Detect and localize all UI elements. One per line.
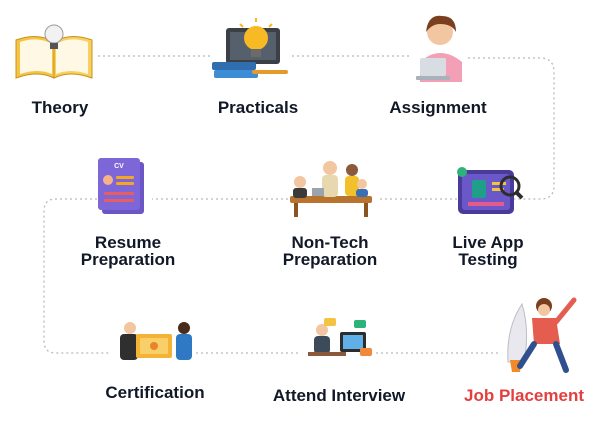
app-testing-icon	[457, 167, 524, 214]
step-label-live-app-testing: Live App Testing	[452, 233, 524, 269]
student-laptop-icon	[416, 15, 462, 82]
certificate-handshake-icon	[120, 322, 192, 360]
cv-document-icon: CV	[98, 158, 144, 214]
svg-text:CV: CV	[114, 163, 124, 170]
step-label-practicals: Practicals	[217, 98, 299, 117]
step-label-non-tech-preparation: Non-Tech Preparation	[282, 233, 378, 269]
step-label-theory: Theory	[31, 98, 89, 117]
rocket-career-icon	[507, 297, 577, 373]
step-label-job-placement: Job Placement	[464, 386, 584, 405]
book-lightbulb-icon	[15, 24, 93, 79]
connector-lines	[43, 55, 555, 354]
step-label-certification: Certification	[105, 383, 205, 402]
step-label-resume-preparation: Resume Preparation	[80, 233, 176, 269]
laptop-lightbulb-icon	[212, 18, 288, 78]
step-label-assignment: Assignment	[389, 98, 487, 117]
step-label-attend-interview: Attend Interview	[272, 386, 406, 405]
video-interview-icon	[308, 318, 372, 356]
team-meeting-icon	[290, 161, 372, 217]
